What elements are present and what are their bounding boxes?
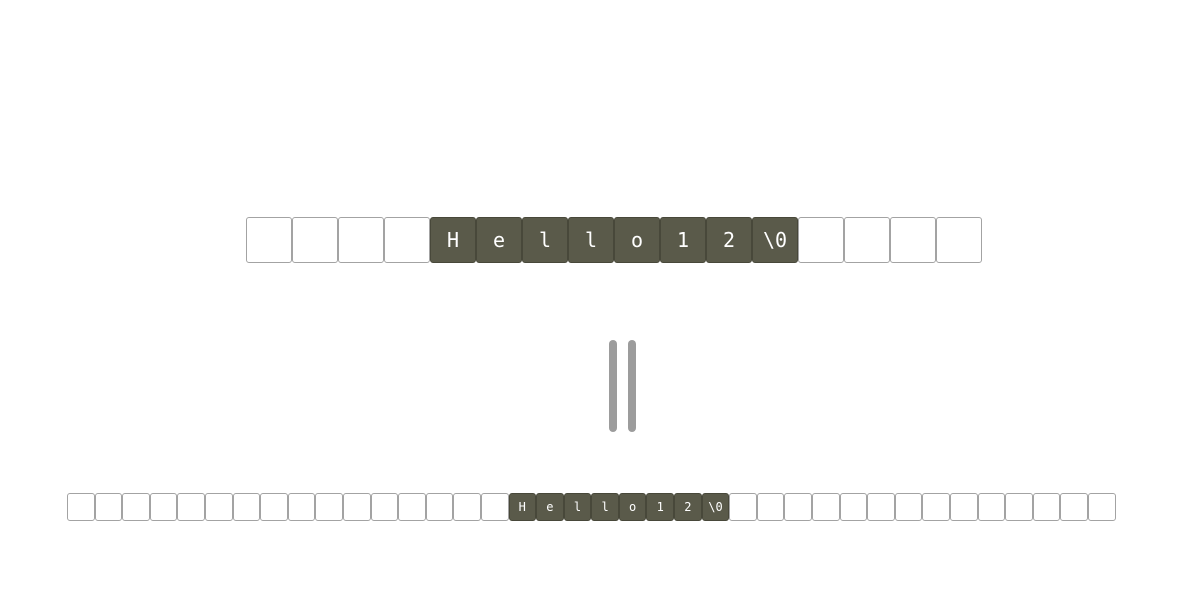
bottom-buffer-empty-cell <box>204 493 233 521</box>
bottom-buffer-empty-cell <box>1005 493 1033 521</box>
top-buffer-char-cell: \0 <box>752 217 798 263</box>
bottom-buffer-empty-cell <box>287 493 316 521</box>
bottom-buffer-char-cell: o <box>618 493 647 521</box>
top-buffer-empty-cell <box>292 217 338 263</box>
bottom-buffer-char-cell: 1 <box>646 493 675 521</box>
pause-bar-right <box>628 340 636 432</box>
bottom-buffer-empty-cell <box>1032 493 1061 521</box>
bottom-buffer-char-cell: H <box>508 493 537 521</box>
top-buffer-char-cell: l <box>522 217 568 263</box>
top-buffer-char-cell: l <box>568 217 614 263</box>
bottom-buffer-empty-cell <box>342 493 371 521</box>
bottom-buffer-empty-cell <box>149 493 178 521</box>
top-buffer-empty-cell <box>384 217 430 263</box>
bottom-buffer-empty-cell <box>260 493 288 521</box>
top-buffer-char-cell: 1 <box>660 217 706 263</box>
bottom-buffer-empty-cell <box>839 493 868 521</box>
bottom-buffer-empty-cell <box>894 493 923 521</box>
top-buffer-empty-cell <box>936 217 982 263</box>
bottom-buffer-empty-cell <box>94 493 123 521</box>
top-buffer-empty-cell <box>798 217 844 263</box>
bottom-buffer-empty-cell <box>1060 493 1088 521</box>
bottom-buffer-empty-cell <box>232 493 261 521</box>
top-buffer-char-cell: H <box>430 217 476 263</box>
bottom-buffer-empty-cell <box>425 493 454 521</box>
bottom-buffer-empty-cell <box>1087 493 1116 521</box>
bottom-buffer-empty-cell <box>784 493 813 521</box>
top-buffer-char-cell: o <box>614 217 660 263</box>
top-buffer-char-cell: e <box>476 217 522 263</box>
bottom-buffer-empty-cell <box>67 493 95 521</box>
pause-icon <box>609 340 636 432</box>
bottom-buffer-empty-cell <box>177 493 205 521</box>
bottom-buffer-empty-cell <box>756 493 785 521</box>
bottom-buffer-empty-cell <box>729 493 757 521</box>
bottom-buffer-char-cell: l <box>591 493 619 521</box>
bottom-buffer-char-cell: e <box>536 493 564 521</box>
top-buffer-empty-cell <box>890 217 936 263</box>
bottom-buffer-empty-cell <box>398 493 426 521</box>
bottom-buffer-empty-cell <box>122 493 150 521</box>
top-buffer-empty-cell <box>338 217 384 263</box>
bottom-buffer-char-cell: 2 <box>674 493 702 521</box>
bottom-buffer-empty-cell <box>977 493 1006 521</box>
bottom-buffer-char-cell: l <box>563 493 592 521</box>
bottom-buffer-empty-cell <box>950 493 978 521</box>
pause-bar-left <box>609 340 617 432</box>
bottom-buffer-empty-cell <box>453 493 481 521</box>
bottom-buffer-empty-cell <box>867 493 895 521</box>
bottom-buffer-empty-cell <box>480 493 509 521</box>
top-buffer-char-cell: 2 <box>706 217 752 263</box>
top-buffer-empty-cell <box>246 217 292 263</box>
bottom-buffer-empty-cell <box>315 493 343 521</box>
bottom-buffer-char-cell: \0 <box>701 493 730 521</box>
bottom-buffer-empty-cell <box>370 493 399 521</box>
bottom-buffer-empty-cell <box>812 493 840 521</box>
bottom-buffer-empty-cell <box>922 493 950 521</box>
top-buffer-empty-cell <box>844 217 890 263</box>
